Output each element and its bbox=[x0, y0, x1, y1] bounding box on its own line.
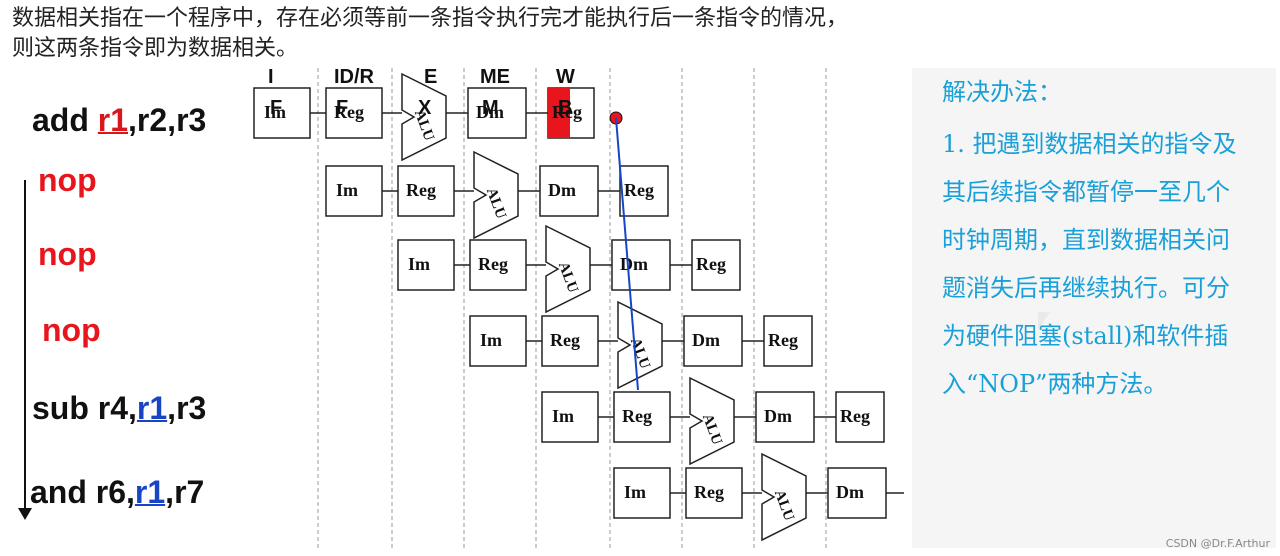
stage-header-id: ID/R bbox=[334, 66, 374, 88]
im-label: Im bbox=[624, 482, 646, 502]
im-label: Im bbox=[336, 180, 358, 200]
reg-label: Reg bbox=[478, 254, 508, 274]
stage-header-wb: W bbox=[556, 66, 575, 88]
intro-text: 数据相关指在一个程序中，存在必须等前一条指令执行完才能执行后一条指令的情况， 则… bbox=[12, 4, 848, 64]
solution-text: 1. 把遇到数据相关的指令及 其后续指令都暂停一至几个 时钟周期，直到数据相关问… bbox=[942, 120, 1237, 408]
im-box bbox=[469, 315, 527, 367]
alu-shape bbox=[689, 376, 735, 466]
dm-box bbox=[755, 391, 815, 443]
wb-reg-label: Reg bbox=[768, 330, 798, 350]
reg-label: Reg bbox=[334, 102, 364, 122]
reg-box bbox=[613, 391, 671, 443]
wb-reg-box bbox=[835, 391, 885, 443]
stage-header-if: I bbox=[268, 66, 274, 88]
instr-nop-1: nop bbox=[38, 162, 97, 198]
reg-box bbox=[541, 315, 599, 367]
stage-sub-label: X bbox=[418, 97, 432, 119]
solution-title: 解决办法： bbox=[942, 78, 1062, 106]
im-label: Im bbox=[408, 254, 430, 274]
stage-sub-label: F bbox=[336, 97, 348, 119]
instr-nop-3: nop bbox=[42, 312, 101, 348]
hazard-line-icon bbox=[615, 117, 639, 391]
stage-header-me: ME bbox=[480, 66, 510, 88]
wb-reg-box bbox=[619, 165, 669, 217]
reg-label: Reg bbox=[694, 482, 724, 502]
time-arrow-line bbox=[24, 180, 26, 510]
cursor-icon bbox=[1038, 312, 1050, 330]
stage-sub-label: F bbox=[270, 97, 282, 119]
reg-box bbox=[469, 239, 527, 291]
solution-line: 为硬件阻塞(stall)和软件插 bbox=[942, 322, 1229, 350]
wb-reg-label: Reg bbox=[552, 102, 582, 122]
solution-line: 其后续指令都暂停一至几个 bbox=[942, 178, 1230, 206]
dm-label: Dm bbox=[476, 102, 504, 122]
alu-shape bbox=[473, 150, 519, 240]
wb-reg-box bbox=[763, 315, 813, 367]
solution-line: 题消失后再继续执行。可分 bbox=[942, 274, 1230, 302]
dm-label: Dm bbox=[764, 406, 792, 426]
dm-label: Dm bbox=[692, 330, 720, 350]
instr-add: add r1,r2,r3 bbox=[32, 102, 207, 138]
intro-line-1: 数据相关指在一个程序中，存在必须等前一条指令执行完才能执行后一条指令的情况， bbox=[12, 6, 849, 31]
alu-shape bbox=[401, 72, 447, 162]
im-label: Im bbox=[480, 330, 502, 350]
im-box bbox=[613, 467, 671, 519]
credit-watermark: CSDN @Dr.F.Arthur bbox=[1165, 537, 1270, 550]
wb-reg-box bbox=[691, 239, 741, 291]
solution-panel: 解决办法： 1. 把遇到数据相关的指令及 其后续指令都暂停一至几个 时钟周期，直… bbox=[912, 68, 1276, 548]
im-label: Im bbox=[552, 406, 574, 426]
pipeline-slide: add r1,r2,r3 nop nop nop sub r4,r1,r3 an… bbox=[6, 66, 904, 550]
alu-shape bbox=[617, 300, 663, 390]
arrow-down-icon bbox=[18, 508, 32, 520]
wb-reg-highlight bbox=[548, 88, 570, 138]
stage-sub-label: B bbox=[558, 97, 572, 119]
stage-sub-label: M bbox=[482, 97, 499, 119]
dm-label: Dm bbox=[836, 482, 864, 502]
stage-header-ex: E bbox=[424, 66, 438, 88]
reg-box bbox=[325, 87, 383, 139]
dm-label: Dm bbox=[620, 254, 648, 274]
solution-line: 时钟周期，直到数据相关问 bbox=[942, 226, 1230, 254]
alu-shape bbox=[761, 452, 807, 542]
instr-sub: sub r4,r1,r3 bbox=[32, 390, 207, 426]
im-box bbox=[253, 87, 311, 139]
reg-label: Reg bbox=[406, 180, 436, 200]
dm-box bbox=[467, 87, 527, 139]
im-box bbox=[397, 239, 455, 291]
reg-box bbox=[397, 165, 455, 217]
dm-label: Dm bbox=[548, 180, 576, 200]
reg-label: Reg bbox=[550, 330, 580, 350]
dm-box bbox=[827, 467, 887, 519]
wb-reg-label: Reg bbox=[840, 406, 870, 426]
instr-and: and r6,r1,r7 bbox=[30, 474, 205, 510]
dm-box bbox=[611, 239, 671, 291]
dm-box bbox=[539, 165, 599, 217]
solution-line: 1. 把遇到数据相关的指令及 bbox=[942, 130, 1237, 158]
alu-shape bbox=[545, 224, 591, 314]
wb-reg-label: Reg bbox=[696, 254, 726, 274]
im-label: Im bbox=[264, 102, 286, 122]
reg-label: Reg bbox=[622, 406, 652, 426]
intro-line-2: 则这两条指令即为数据相关。 bbox=[12, 36, 299, 61]
wb-reg-label: Reg bbox=[624, 180, 654, 200]
instr-nop-2: nop bbox=[38, 236, 97, 272]
solution-line: 入“NOP”两种方法。 bbox=[942, 370, 1168, 398]
